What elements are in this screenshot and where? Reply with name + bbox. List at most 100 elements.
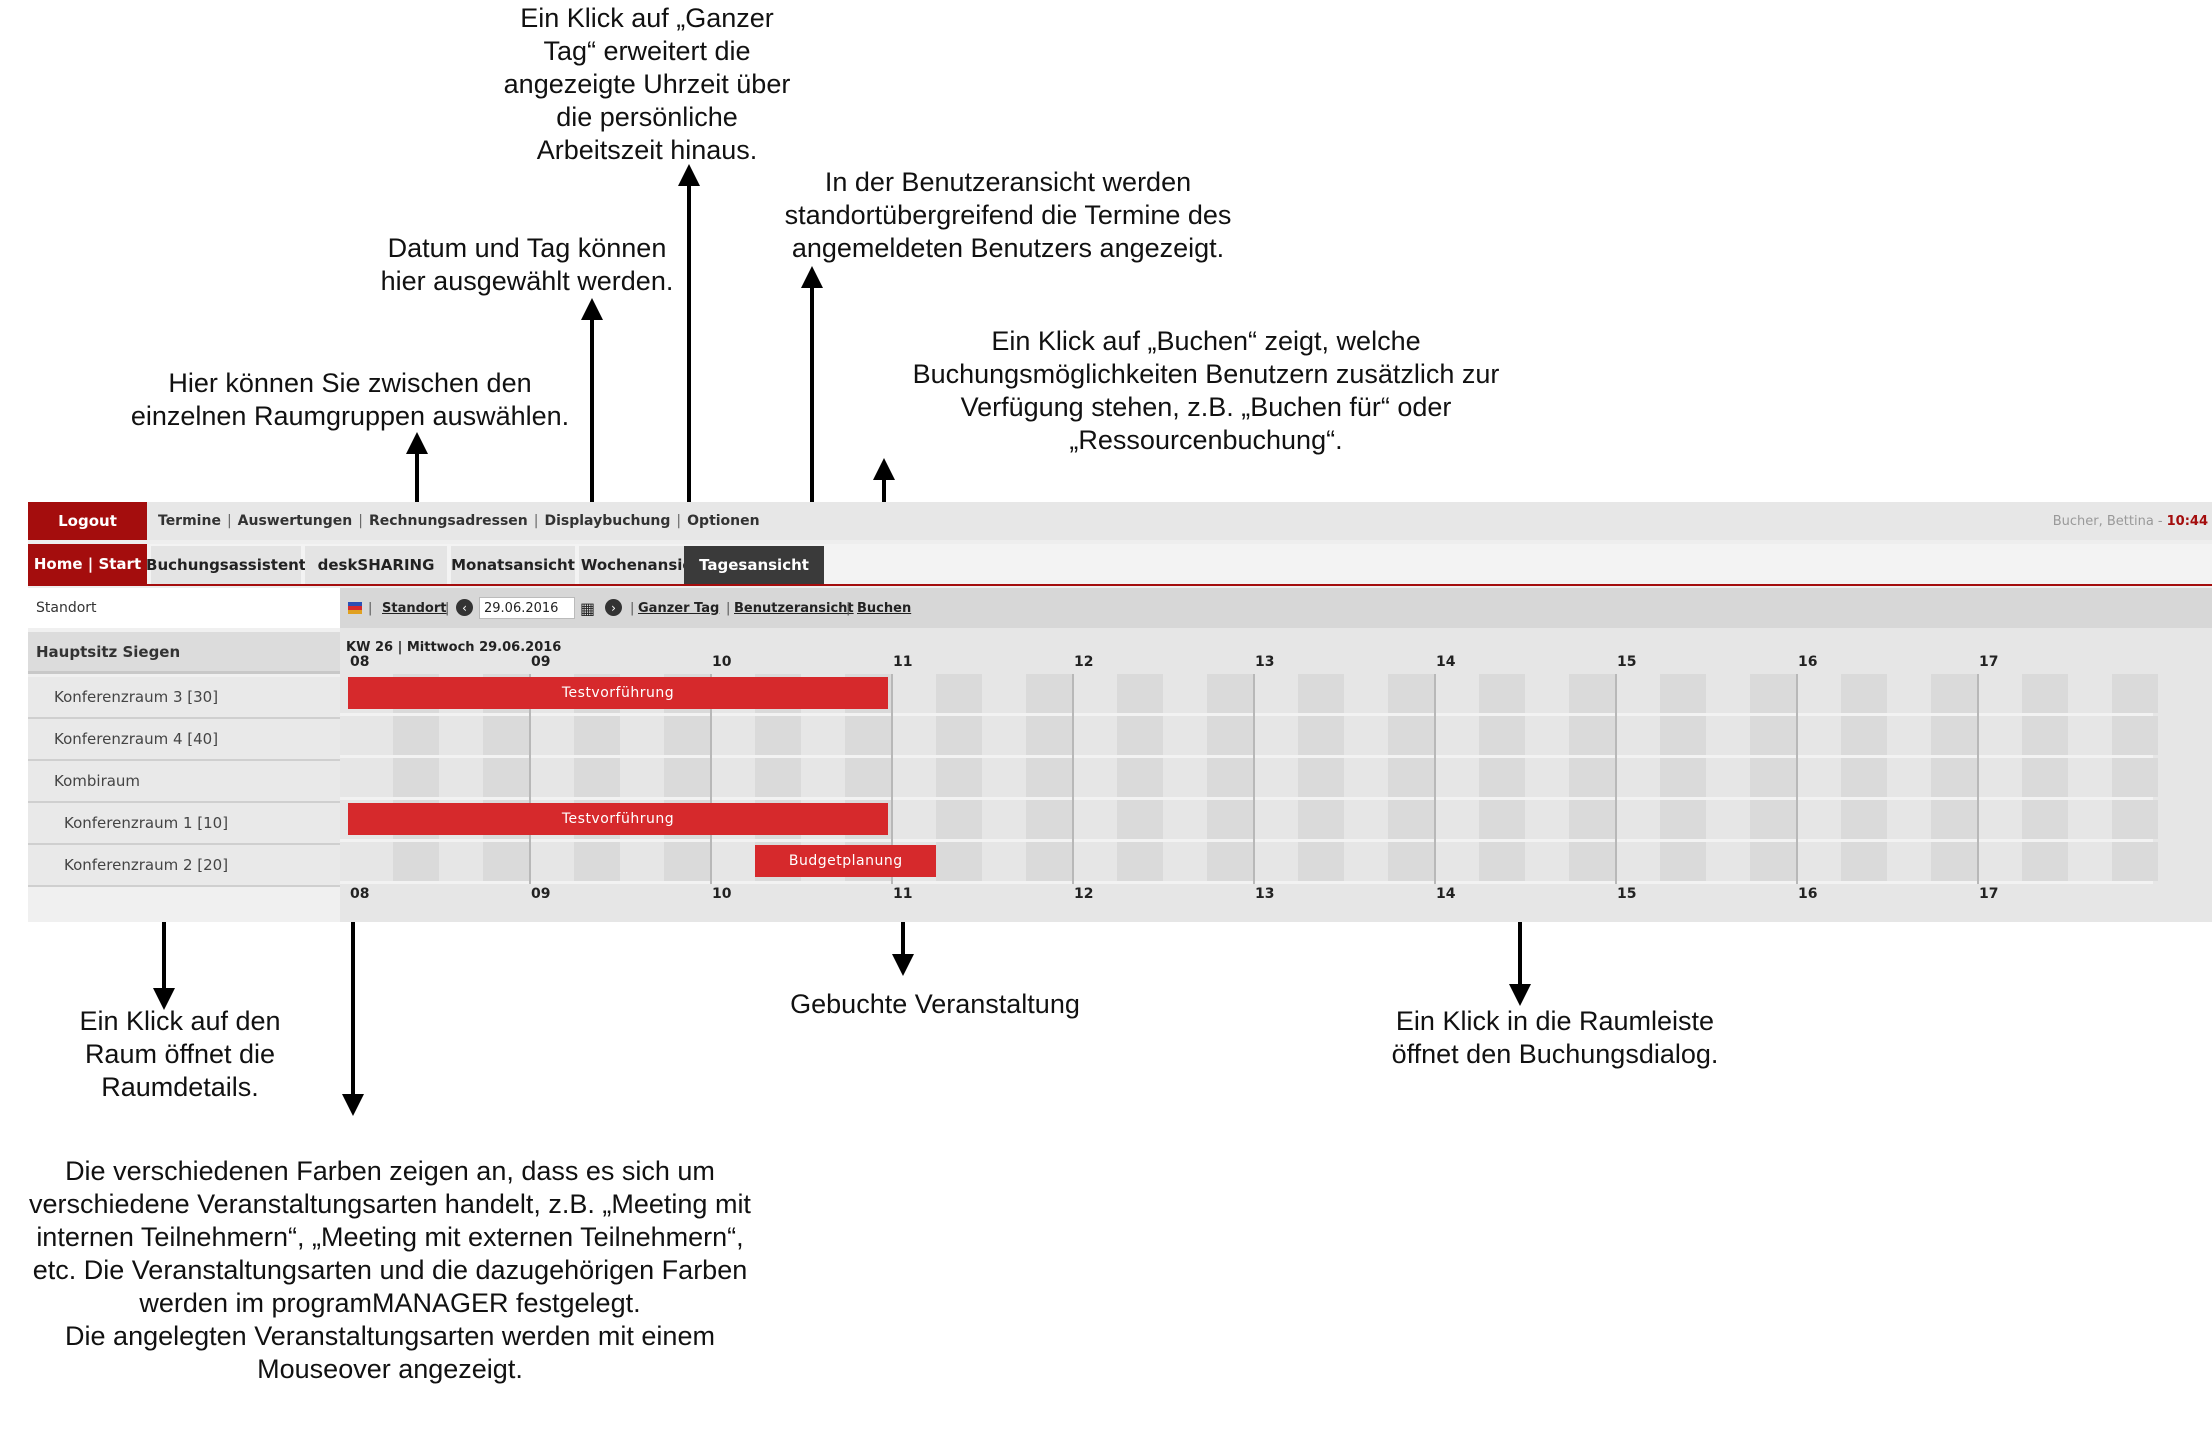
time-slot[interactable]	[1117, 800, 1163, 839]
menu-item-termine[interactable]: Termine	[158, 513, 221, 529]
time-slot[interactable]	[1026, 674, 1072, 713]
room-konferenzraum-4[interactable]: Konferenzraum 4 [40]	[28, 719, 340, 761]
time-slot[interactable]	[1117, 674, 1163, 713]
arrow-right-circle-icon[interactable]: ›	[605, 599, 622, 616]
time-slot[interactable]	[1931, 758, 1977, 797]
time-slot[interactable]	[1026, 842, 1072, 881]
time-slot[interactable]	[1841, 758, 1887, 797]
time-slot[interactable]	[2022, 842, 2068, 881]
time-slot[interactable]	[1026, 758, 1072, 797]
time-slot[interactable]	[845, 758, 891, 797]
time-slot[interactable]	[1479, 842, 1525, 881]
home-start-button[interactable]: Home | Start	[28, 544, 147, 584]
time-slot[interactable]	[1750, 758, 1796, 797]
menu-item-rechnungsadressen[interactable]: Rechnungsadressen	[368, 513, 528, 529]
time-slot[interactable]	[1388, 674, 1434, 713]
time-slot[interactable]	[2022, 758, 2068, 797]
time-slot[interactable]	[664, 716, 710, 755]
arrow-left-circle-icon[interactable]: ‹	[456, 599, 473, 616]
time-slot[interactable]	[2112, 716, 2158, 755]
tab-tagesansicht[interactable]: Tagesansicht	[684, 546, 824, 584]
room-konferenzraum-1[interactable]: Konferenzraum 1 [10]	[28, 803, 340, 845]
time-slot[interactable]	[1207, 674, 1253, 713]
menu-item-auswertungen[interactable]: Auswertungen	[237, 513, 353, 529]
time-slot[interactable]	[1479, 674, 1525, 713]
time-slot[interactable]	[1298, 716, 1344, 755]
time-slot[interactable]	[1026, 716, 1072, 755]
time-slot[interactable]	[936, 674, 982, 713]
time-slot[interactable]	[1479, 800, 1525, 839]
time-slot[interactable]	[1479, 716, 1525, 755]
time-slot[interactable]	[1569, 674, 1615, 713]
time-slot[interactable]	[574, 716, 620, 755]
time-slot[interactable]	[1298, 758, 1344, 797]
time-slot[interactable]	[1931, 842, 1977, 881]
time-slot[interactable]	[1479, 758, 1525, 797]
tab-monatsansicht[interactable]: Monatsansicht	[451, 546, 575, 584]
logout-button[interactable]: Logout	[28, 502, 147, 540]
time-slot[interactable]	[1117, 758, 1163, 797]
time-slot[interactable]	[1660, 758, 1706, 797]
time-slot[interactable]	[1841, 800, 1887, 839]
tab-desksharing[interactable]: deskSHARING	[305, 546, 447, 584]
time-slot[interactable]	[1750, 716, 1796, 755]
time-slot[interactable]	[1388, 842, 1434, 881]
time-slot[interactable]	[1117, 842, 1163, 881]
calendar-icon[interactable]: ▦	[580, 598, 596, 618]
time-slot[interactable]	[2022, 800, 2068, 839]
time-slot[interactable]	[2112, 800, 2158, 839]
time-slot[interactable]	[1569, 716, 1615, 755]
time-slot[interactable]	[1207, 758, 1253, 797]
time-slot[interactable]	[1298, 674, 1344, 713]
time-slot[interactable]	[936, 800, 982, 839]
time-slot[interactable]	[1026, 800, 1072, 839]
menu-item-optionen[interactable]: Optionen	[687, 513, 760, 529]
time-slot[interactable]	[2112, 842, 2158, 881]
time-slot[interactable]	[664, 842, 710, 881]
time-slot[interactable]	[1298, 842, 1344, 881]
time-slot[interactable]	[1569, 758, 1615, 797]
time-slot[interactable]	[574, 842, 620, 881]
time-slot[interactable]	[1207, 842, 1253, 881]
room-konferenzraum-2[interactable]: Konferenzraum 2 [20]	[28, 845, 340, 887]
time-slot[interactable]	[936, 758, 982, 797]
time-slot[interactable]	[1841, 674, 1887, 713]
time-slot[interactable]	[1207, 800, 1253, 839]
buchen-link[interactable]: Buchen	[857, 600, 912, 616]
room-konferenzraum-3[interactable]: Konferenzraum 3 [30]	[28, 677, 340, 719]
time-slot[interactable]	[393, 758, 439, 797]
room-kombiraum[interactable]: Kombiraum	[28, 761, 340, 803]
time-slot[interactable]	[2022, 674, 2068, 713]
time-slot[interactable]	[1569, 842, 1615, 881]
time-slot[interactable]	[664, 758, 710, 797]
time-slot[interactable]	[845, 716, 891, 755]
benutzeransicht-link[interactable]: Benutzeransicht	[734, 600, 854, 616]
ganzer-tag-link[interactable]: Ganzer Tag	[638, 600, 720, 616]
time-slot[interactable]	[936, 842, 982, 881]
booked-event[interactable]: Testvorführung	[348, 677, 888, 709]
time-slot[interactable]	[1298, 800, 1344, 839]
time-slot[interactable]	[393, 716, 439, 755]
time-slot[interactable]	[1750, 800, 1796, 839]
date-input[interactable]: 29.06.2016	[479, 597, 575, 619]
time-slot[interactable]	[755, 716, 801, 755]
time-slot[interactable]	[1660, 800, 1706, 839]
time-slot[interactable]	[1750, 674, 1796, 713]
time-slot[interactable]	[1841, 842, 1887, 881]
location-header[interactable]: Hauptsitz Siegen	[28, 632, 340, 674]
booked-event[interactable]: Testvorführung	[348, 803, 888, 835]
time-slot[interactable]	[483, 758, 529, 797]
time-slot[interactable]	[1931, 716, 1977, 755]
time-slot[interactable]	[936, 716, 982, 755]
tab-buchungsassistent[interactable]: Buchungsassistent	[146, 546, 306, 584]
time-slot[interactable]	[755, 758, 801, 797]
time-slot[interactable]	[1388, 758, 1434, 797]
time-slot[interactable]	[1841, 716, 1887, 755]
time-slot[interactable]	[2022, 716, 2068, 755]
booked-event[interactable]: Budgetplanung	[755, 845, 937, 877]
standort-link[interactable]: Standort	[382, 600, 447, 616]
time-slot[interactable]	[2112, 758, 2158, 797]
time-slot[interactable]	[1388, 800, 1434, 839]
time-slot[interactable]	[1931, 674, 1977, 713]
